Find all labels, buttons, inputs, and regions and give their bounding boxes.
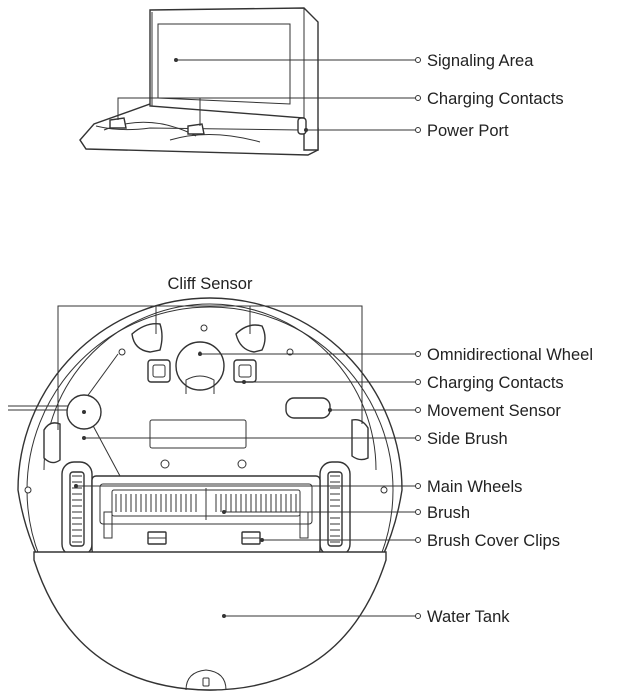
omnidirectional-wheel <box>175 341 225 391</box>
dock-contact-left <box>109 117 127 129</box>
robot-bottom-view: Cliff Sensor <box>8 275 593 691</box>
label-dock-charging-contacts: Charging Contacts <box>427 90 564 108</box>
robot-contact-left <box>147 359 171 383</box>
charging-dock: Signaling Area Charging Contacts Power P… <box>79 7 564 156</box>
water-tank-cap <box>185 669 227 691</box>
label-movement-sensor: Movement Sensor <box>427 402 561 420</box>
main-brush <box>91 475 321 555</box>
robot-contact-right <box>233 359 257 383</box>
signaling-window <box>157 23 291 105</box>
cliff-sensor-right <box>351 418 369 461</box>
label-signaling-area: Signaling Area <box>427 52 534 70</box>
power-port <box>297 117 307 135</box>
water-tank <box>33 551 387 691</box>
cliff-sensor-front-right <box>235 324 266 353</box>
movement-sensor <box>285 397 331 419</box>
label-water-tank: Water Tank <box>427 608 510 626</box>
brush-cover-clips <box>147 531 261 545</box>
center-panel <box>149 419 247 449</box>
label-main-wheels: Main Wheels <box>427 478 522 496</box>
label-brush: Brush <box>427 504 470 522</box>
label-brush-cover-clips: Brush Cover Clips <box>427 532 560 550</box>
cliff-sensor-front-left <box>131 323 163 353</box>
label-robot-charging-contacts: Charging Contacts <box>427 374 564 392</box>
dock-contact-right <box>187 123 205 135</box>
label-power-port: Power Port <box>427 122 509 140</box>
label-omnidirectional-wheel: Omnidirectional Wheel <box>427 346 593 364</box>
label-side-brush: Side Brush <box>427 430 508 448</box>
screws <box>24 324 388 494</box>
cliff-sensor-left <box>43 422 61 464</box>
label-cliff-sensor: Cliff Sensor <box>168 275 253 293</box>
